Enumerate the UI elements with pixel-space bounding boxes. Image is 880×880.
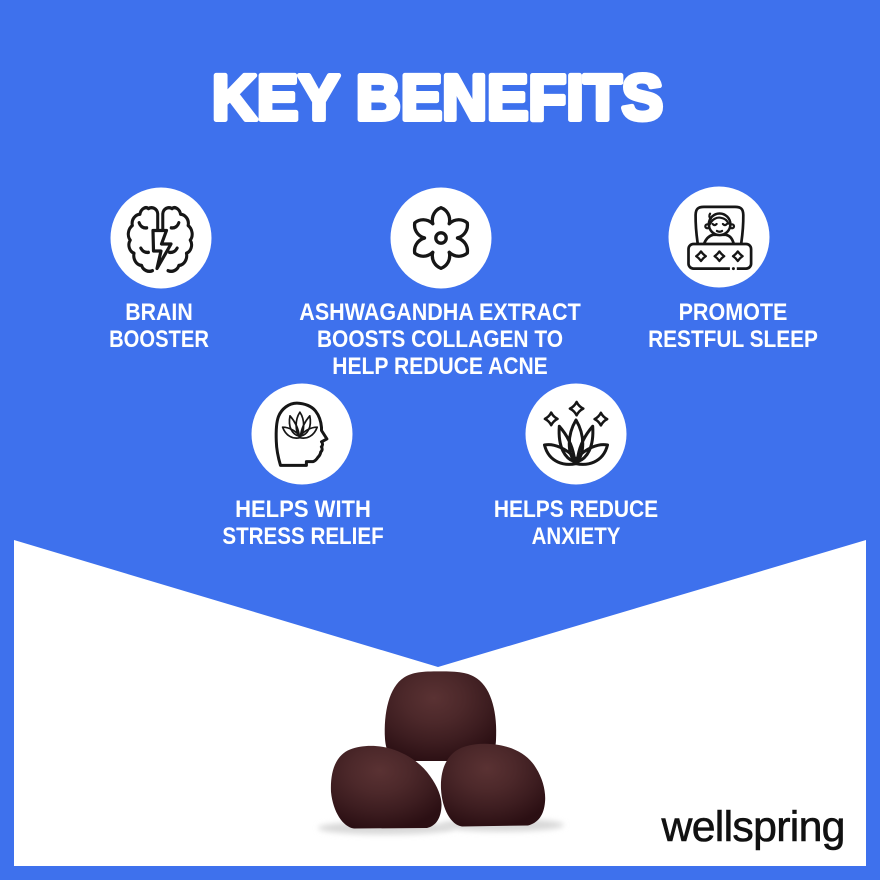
svg-text:KEY BENEFITS: KEY BENEFITS [212, 61, 663, 133]
